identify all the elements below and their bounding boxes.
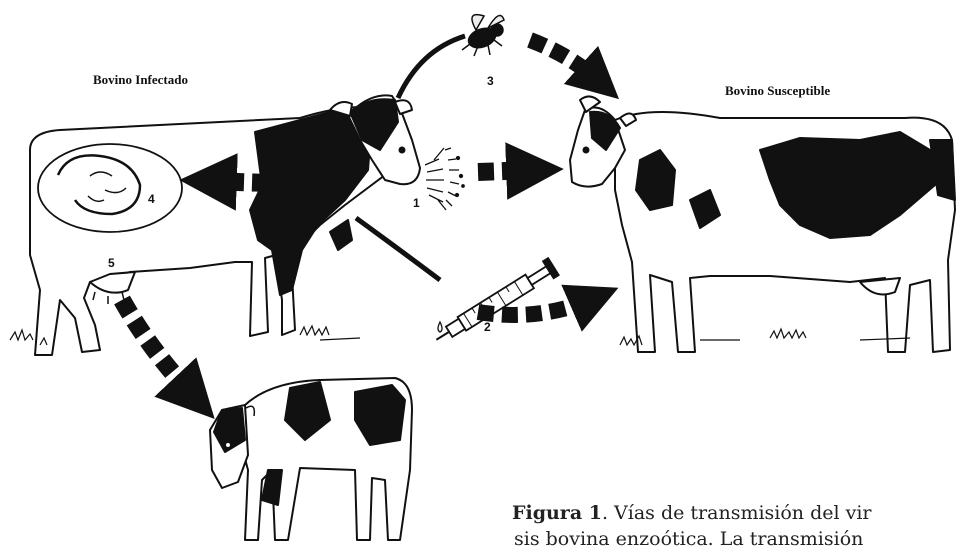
caption-figure-label: Figura 1 [512, 502, 602, 524]
arrow-route-3 [530, 40, 600, 82]
caption-text-1: . Vías de transmisión del vir [602, 502, 872, 524]
fly-icon [462, 15, 504, 56]
arrow-route-1 [478, 170, 535, 172]
syringe-icon [431, 258, 559, 348]
infected-cow-label: Bovino Infectado [93, 72, 188, 88]
route-number-5: 5 [108, 256, 115, 270]
route-number-1: 1 [413, 196, 420, 210]
arrow-route-5 [122, 300, 195, 398]
susceptible-cow-illustration [570, 96, 955, 352]
infected-cow-illustration [30, 95, 420, 355]
calf-illustration [210, 378, 412, 540]
caption-line-2: sis bovina enzoótica. La transmisión [512, 526, 970, 552]
route-number-2: 2 [484, 320, 491, 334]
route-number-3: 3 [487, 74, 494, 88]
arrow-route-4 [208, 181, 268, 183]
figure-caption: Figura 1. Vías de transmisión del vir si… [512, 500, 970, 555]
route-number-4: 4 [148, 192, 155, 206]
spray-icon [425, 148, 464, 210]
arrow-route-2-curve [356, 218, 440, 280]
caption-line-1: Figura 1. Vías de transmisión del vir [512, 500, 970, 526]
susceptible-cow-label: Bovino Susceptible [725, 83, 830, 99]
arrow-route-3-curve [398, 36, 465, 98]
caption-text-2: sis bovina enzoótica. La transmisión [514, 528, 863, 550]
